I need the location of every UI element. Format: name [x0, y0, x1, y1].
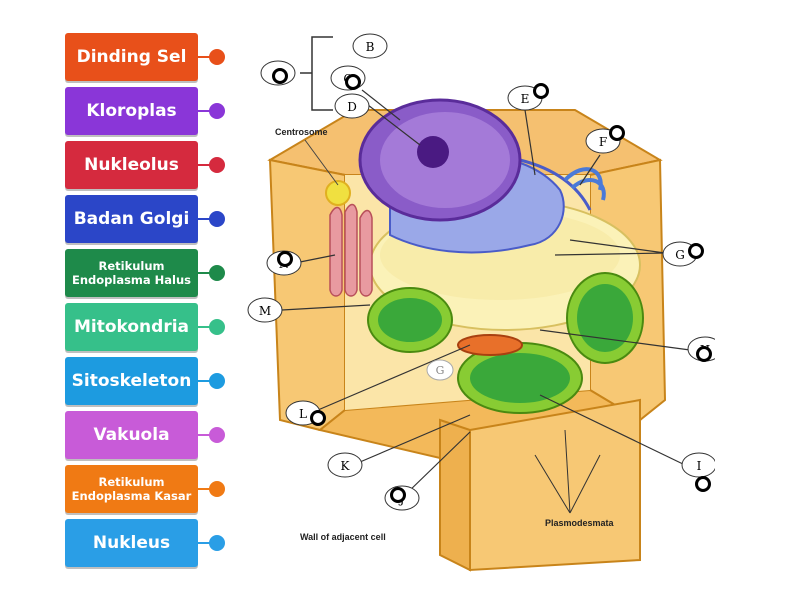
connector-line: [198, 488, 210, 490]
smooth-er: [329, 203, 373, 297]
connector-line: [198, 434, 210, 436]
drop-pin-j[interactable]: [390, 487, 406, 503]
adjacent-wall: [469, 398, 641, 572]
letter-label-k: K: [327, 452, 363, 478]
svg-text:G: G: [675, 248, 685, 262]
drop-pin-g[interactable]: [688, 243, 704, 259]
svg-text:M: M: [259, 304, 271, 318]
drop-pin-i[interactable]: [695, 476, 711, 492]
centrosome-label: Centrosome: [275, 127, 328, 137]
label-tile-text: Sitoskeleton: [71, 371, 192, 391]
label-tile[interactable]: Nukleolus: [65, 141, 198, 189]
letter-label-b: B: [352, 33, 388, 59]
plant-cell-diagram: A B C D E F G G H I J K L M N Centrosome…: [247, 33, 715, 572]
label-tile-text: Vakuola: [93, 425, 170, 445]
letter-label-m: M: [247, 297, 283, 323]
svg-text:B: B: [366, 40, 375, 54]
plasmodesmata-label: Plasmodesmata: [545, 518, 615, 528]
svg-text:E: E: [521, 92, 530, 106]
golgi-body: [563, 167, 606, 201]
connector-dot[interactable]: [209, 319, 225, 335]
label-tile[interactable]: Retikulum Endoplasma Halus: [65, 249, 198, 297]
label-tile-text: Badan Golgi: [73, 209, 190, 229]
label-tile-text: Retikulum Endoplasma Kasar: [71, 475, 192, 503]
nucleolus: [417, 136, 449, 168]
label-tile-text: Mitokondria: [73, 317, 190, 337]
svg-text:G: G: [436, 364, 445, 377]
connector-dot[interactable]: [209, 373, 225, 389]
connector-dot[interactable]: [209, 265, 225, 281]
letter-label-d: D: [334, 93, 370, 119]
letter-label-g-inner: G: [426, 359, 454, 381]
connector-dot[interactable]: [209, 481, 225, 497]
bracket: [300, 36, 333, 111]
connector-dot[interactable]: [209, 157, 225, 173]
connector-dot[interactable]: [209, 211, 225, 227]
label-tile[interactable]: Sitoskeleton: [65, 357, 198, 405]
connector-dot[interactable]: [209, 49, 225, 65]
connector-line: [198, 542, 210, 544]
connector-line: [198, 380, 210, 382]
label-tile-text: Nukleolus: [84, 155, 179, 175]
label-tile-text: Nukleus: [92, 533, 171, 553]
connector-dot[interactable]: [209, 103, 225, 119]
svg-text:I: I: [697, 459, 702, 473]
drop-pin-f[interactable]: [609, 125, 625, 141]
mitochondrion: [457, 334, 523, 356]
label-tile[interactable]: Retikulum Endoplasma Kasar: [65, 465, 198, 513]
label-tile[interactable]: Nukleus: [65, 519, 198, 567]
label-tile[interactable]: Badan Golgi: [65, 195, 198, 243]
connector-line: [198, 272, 210, 274]
label-tile[interactable]: Dinding Sel: [65, 33, 198, 81]
adjacent-wall-2: [439, 418, 471, 572]
label-tile[interactable]: Kloroplas: [65, 87, 198, 135]
svg-text:D: D: [347, 100, 357, 114]
drop-pin-c[interactable]: [345, 74, 361, 90]
label-tile-text: Kloroplas: [86, 101, 177, 121]
connector-line: [198, 56, 210, 58]
connector-dot[interactable]: [209, 427, 225, 443]
label-tile[interactable]: Mitokondria: [65, 303, 198, 351]
svg-text:F: F: [599, 135, 607, 149]
connector-line: [198, 326, 210, 328]
connector-line: [198, 110, 210, 112]
connector-line: [198, 218, 210, 220]
svg-text:K: K: [341, 459, 351, 473]
connector-dot[interactable]: [209, 535, 225, 551]
drop-pin-n[interactable]: [277, 251, 293, 267]
letter-label-i: I: [681, 452, 715, 478]
centrosome: [325, 180, 351, 206]
drop-pin-h[interactable]: [696, 346, 712, 362]
drop-pin-a[interactable]: [272, 68, 288, 84]
label-tile-text: Retikulum Endoplasma Halus: [71, 259, 192, 287]
label-tile-text: Dinding Sel: [76, 47, 187, 67]
label-tile[interactable]: Vakuola: [65, 411, 198, 459]
svg-text:L: L: [299, 407, 307, 421]
drop-pin-e[interactable]: [533, 83, 549, 99]
connector-line: [198, 164, 210, 166]
wall-label: Wall of adjacent cell: [300, 532, 386, 542]
drop-pin-l[interactable]: [310, 410, 326, 426]
